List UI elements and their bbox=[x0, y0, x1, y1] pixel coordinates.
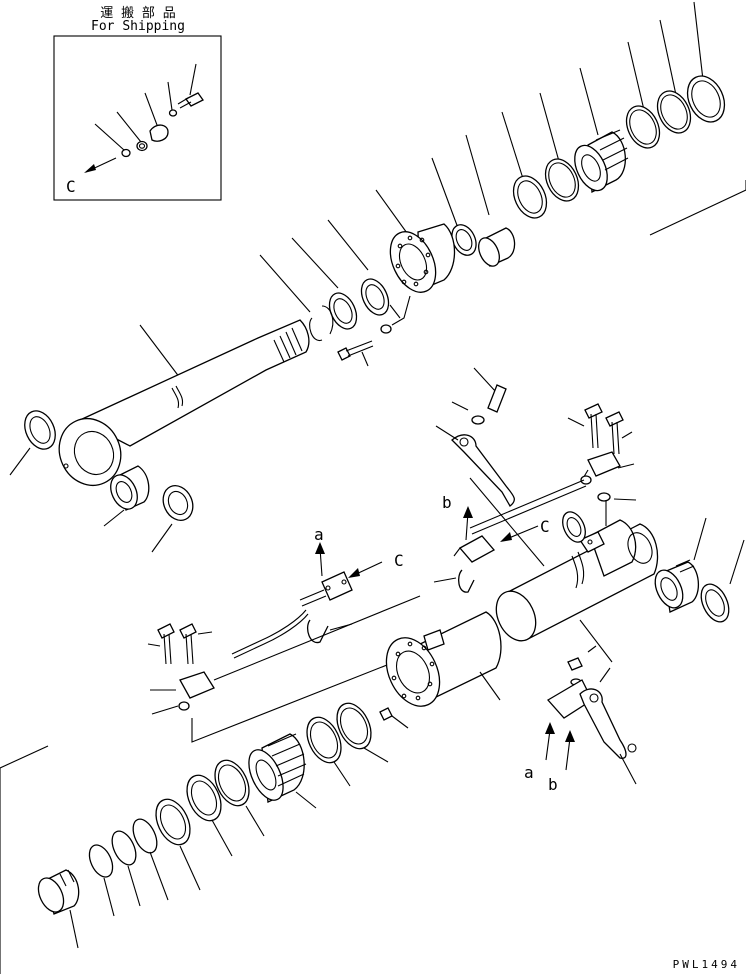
drawing-code: PWL1494 bbox=[673, 958, 740, 971]
lower-wear-ring-1 bbox=[336, 702, 372, 750]
inset-arrow-label: C bbox=[66, 177, 76, 196]
lower-assembly: C b C a bbox=[0, 367, 745, 974]
inset-nut bbox=[136, 140, 148, 152]
label-c-upper: C bbox=[394, 551, 404, 570]
inset-title-en: For Shipping bbox=[91, 19, 185, 34]
inset-bolt bbox=[177, 92, 204, 109]
upper-packing bbox=[451, 224, 477, 256]
upper-head-bolt bbox=[337, 340, 374, 361]
upper-piston-rod bbox=[58, 319, 310, 486]
upper-rod-bushing bbox=[110, 465, 150, 511]
upper-cylinder-head bbox=[389, 223, 456, 326]
upper-rod-end-seal bbox=[24, 410, 56, 450]
label-c-middle: C bbox=[540, 517, 550, 536]
lower-oring-3 bbox=[88, 844, 114, 878]
upper-wear-ring-3 bbox=[625, 105, 661, 149]
upper-rod-dust-seal bbox=[162, 484, 194, 522]
tube-bushing bbox=[654, 559, 699, 613]
upper-rod-seal bbox=[360, 278, 390, 316]
small-plug bbox=[379, 707, 409, 729]
inset-title-jp: 運 搬 部 品 bbox=[100, 6, 175, 21]
label-a-lower: a bbox=[524, 763, 534, 782]
inset-clamp bbox=[149, 124, 169, 142]
lower-clamp bbox=[546, 619, 637, 785]
right-port-block bbox=[580, 451, 637, 526]
label-a-upper: a bbox=[314, 525, 324, 544]
lower-piston bbox=[248, 733, 307, 803]
upper-wear-ring-2 bbox=[656, 90, 692, 134]
label-b-upper: b bbox=[442, 493, 452, 512]
lower-wear-ring-2 bbox=[306, 716, 342, 764]
left-hose-block bbox=[231, 571, 353, 659]
upper-dust-seal bbox=[328, 292, 358, 330]
cylinder-tube bbox=[495, 519, 659, 642]
lower-piston-ring bbox=[214, 759, 250, 807]
upper-head-oring bbox=[380, 324, 392, 334]
small-port-ring bbox=[562, 511, 586, 543]
lower-oring-2 bbox=[111, 830, 137, 866]
shipping-inset: 運 搬 部 品 For Shipping C bbox=[53, 6, 222, 201]
upper-bushing bbox=[478, 227, 516, 267]
upper-hose-pipe bbox=[433, 479, 587, 593]
upper-piston-ring bbox=[544, 158, 580, 202]
inset-frame bbox=[53, 35, 222, 201]
left-port-block bbox=[150, 671, 215, 715]
right-bolts bbox=[567, 403, 633, 455]
upper-snap-ring bbox=[309, 305, 334, 341]
upper-piston bbox=[574, 129, 629, 194]
inset-ring bbox=[121, 148, 131, 158]
top-clamp bbox=[435, 367, 545, 567]
upper-wear-ring-1 bbox=[686, 75, 726, 123]
label-b-lower: b bbox=[548, 775, 558, 794]
lower-oring-1 bbox=[132, 818, 158, 854]
tube-dust-seal bbox=[700, 583, 730, 623]
lower-backup-ring-1 bbox=[186, 774, 222, 822]
upper-assembly bbox=[9, 1, 746, 553]
lower-cylinder-head bbox=[385, 611, 502, 707]
left-bolts bbox=[147, 623, 213, 665]
upper-backup-ring bbox=[512, 175, 548, 219]
piston-nut bbox=[37, 869, 80, 915]
inset-washer bbox=[168, 109, 178, 117]
lower-backup-ring-2 bbox=[155, 798, 191, 846]
